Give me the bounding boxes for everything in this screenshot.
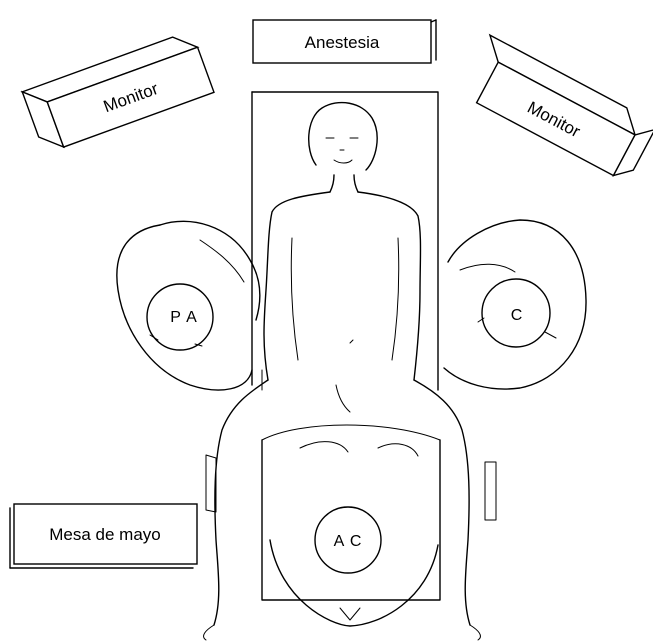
monitor-left: Monitor xyxy=(22,30,214,154)
assistant-left-label: P A xyxy=(170,309,198,326)
assistant-right-label: C xyxy=(511,307,524,324)
anesthesia-station: Anestesia xyxy=(253,20,436,63)
operating-table xyxy=(252,92,438,390)
assistant-right: C xyxy=(444,220,586,389)
anesthesia-label: Anestesia xyxy=(305,33,380,52)
monitor-right: Monitor xyxy=(459,35,653,182)
mayo-table-label: Mesa de mayo xyxy=(49,525,161,544)
mayo-table: Mesa de mayo xyxy=(10,504,197,568)
surgeon: A C xyxy=(262,425,440,626)
patient xyxy=(204,103,496,640)
surgeon-label: A C xyxy=(334,533,363,550)
assistant-left: P A xyxy=(117,221,260,390)
